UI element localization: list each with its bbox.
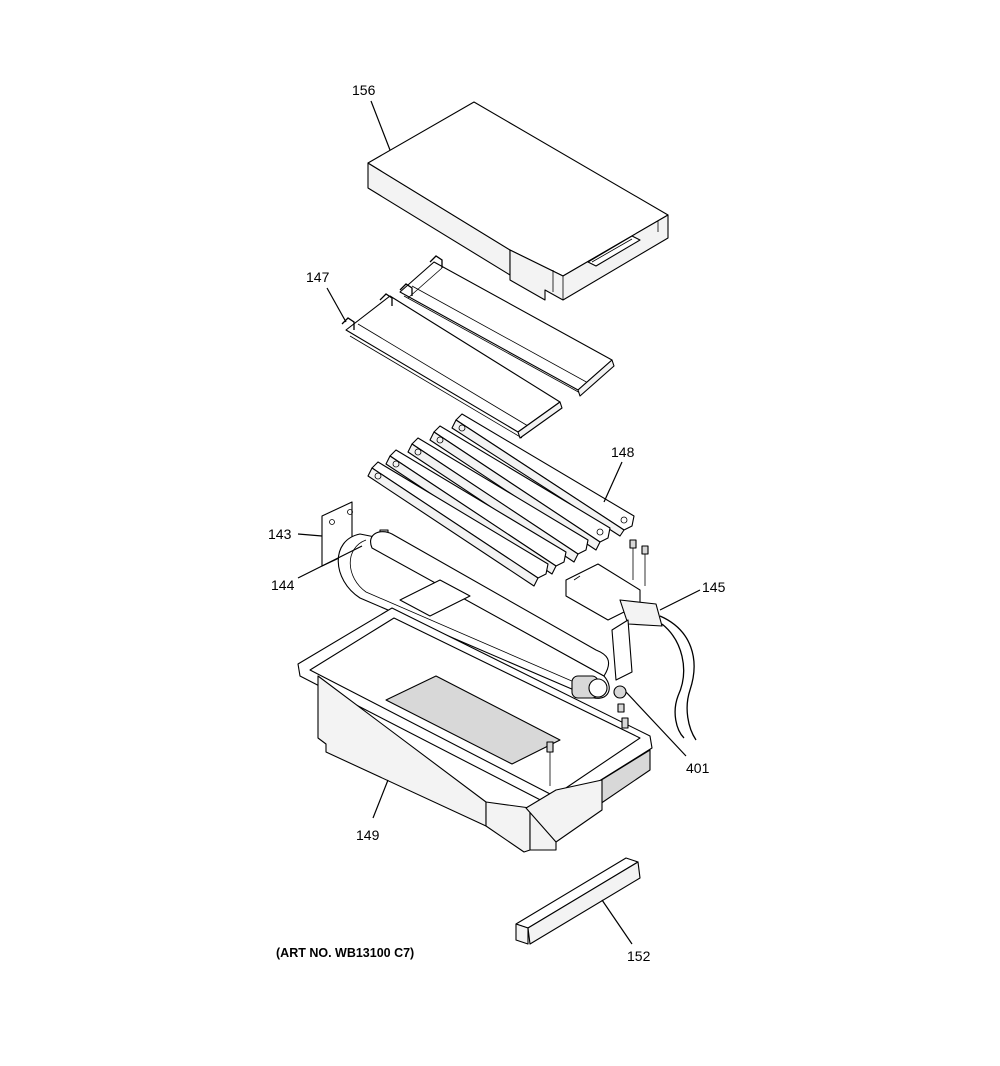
callout-147: 147 bbox=[306, 269, 330, 285]
part-152-channel bbox=[515, 857, 641, 945]
callout-149: 149 bbox=[356, 827, 380, 843]
leader-147 bbox=[326, 287, 347, 323]
leader-lines bbox=[297, 100, 701, 945]
part-401-screw bbox=[613, 685, 627, 713]
art-number: (ART NO. WB13100 C7) bbox=[276, 946, 414, 960]
leader-152 bbox=[601, 899, 633, 945]
part-149-burner-box bbox=[297, 579, 653, 853]
leader-144 bbox=[297, 545, 363, 579]
leader-156 bbox=[370, 100, 391, 151]
callout-labels: 156 147 148 143 144 145 401 149 152 bbox=[268, 82, 726, 964]
callout-143: 143 bbox=[268, 526, 292, 542]
leader-401 bbox=[625, 691, 687, 757]
part-148-radiant-plates bbox=[367, 413, 635, 587]
part-156-grill-cover bbox=[367, 101, 669, 301]
callout-156: 156 bbox=[352, 82, 376, 98]
callout-401: 401 bbox=[686, 760, 710, 776]
leader-145 bbox=[659, 589, 701, 611]
callout-148: 148 bbox=[611, 444, 635, 460]
leader-143 bbox=[297, 533, 323, 537]
part-147-grill-grates bbox=[341, 255, 615, 439]
burner-tube bbox=[337, 531, 610, 699]
callout-144: 144 bbox=[271, 577, 295, 593]
leader-148 bbox=[603, 461, 623, 503]
callout-145: 145 bbox=[702, 579, 726, 595]
part-145-igniter-electrode bbox=[565, 539, 697, 741]
leader-149 bbox=[372, 779, 389, 819]
callout-152: 152 bbox=[627, 948, 651, 964]
